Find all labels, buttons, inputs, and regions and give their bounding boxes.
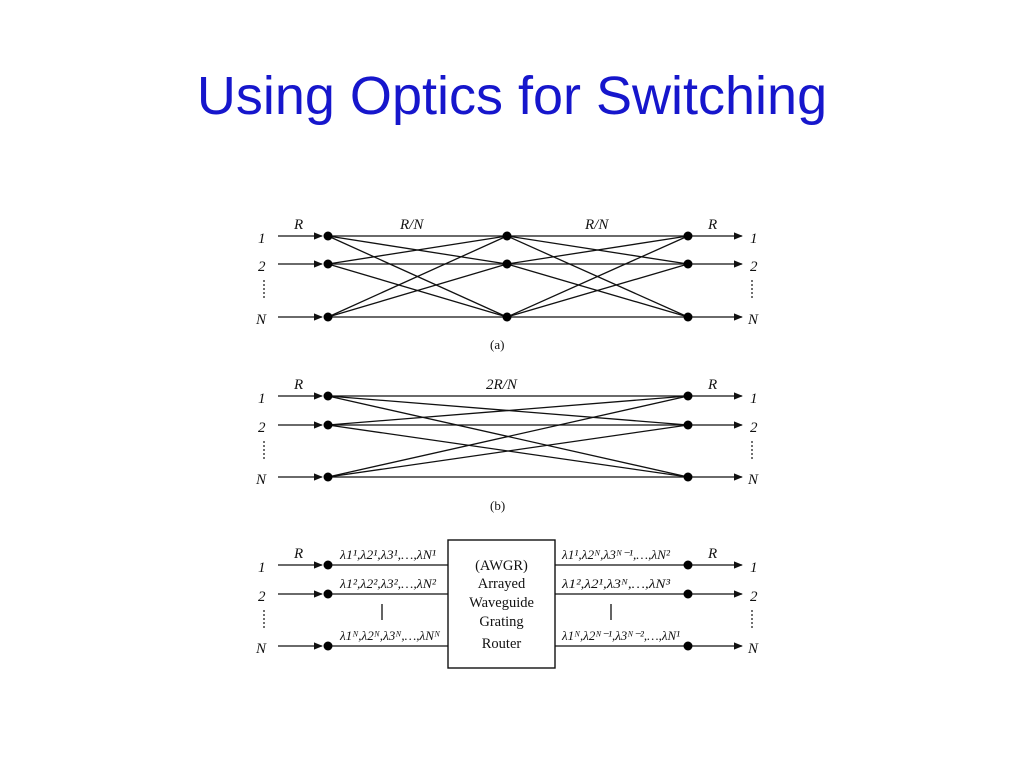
router-line-5: Router <box>482 636 522 652</box>
port-2-right: 2 <box>750 589 758 605</box>
input-rate-label: R <box>293 546 303 562</box>
input-rate-label: R <box>293 377 303 393</box>
port-1-left: 1 <box>258 231 266 247</box>
out-wavelengths-2: λ1²,λ2¹,λ3ᴺ,…,λN³ <box>561 576 671 591</box>
output-rate-label: R <box>707 546 717 562</box>
port-2-left: 2 <box>258 589 266 605</box>
port-n-right: N <box>747 641 759 657</box>
caption-b: (b) <box>490 498 505 513</box>
port-n-left: N <box>255 312 267 328</box>
awgr-router-box <box>447 539 556 669</box>
nodes-a <box>323 231 693 322</box>
router-line-4: Grating <box>479 614 523 630</box>
port-n-right: N <box>747 312 759 328</box>
in-wavelengths-1: λ1¹,λ2¹,λ3¹,…,λN¹ <box>339 547 436 562</box>
mesh-rate-label-1: R/N <box>399 217 424 233</box>
caption-a: (a) <box>490 337 504 352</box>
panel-c: 1 2 N R λ1¹,λ2¹,λ3¹,…,λN¹ λ1²,λ2²,λ3²,…,… <box>255 539 759 669</box>
input-rate-label: R <box>293 217 303 233</box>
node-in-1 <box>323 560 333 570</box>
node-in-2 <box>323 589 333 599</box>
in-wavelengths-n: λ1ᴺ,λ2ᴺ,λ3ᴺ,…,λNᴺ <box>339 628 441 643</box>
port-n-left: N <box>255 641 267 657</box>
output-rate-label: R <box>707 377 717 393</box>
port-1-right: 1 <box>750 560 758 576</box>
router-line-3: Waveguide <box>469 595 534 611</box>
port-1-right: 1 <box>750 231 758 247</box>
port-n-left: N <box>255 472 267 488</box>
port-1-right: 1 <box>750 391 758 407</box>
panel-a: 1 2 N R <box>255 217 759 352</box>
mesh-rate-label-2: R/N <box>584 217 609 233</box>
mesh-stage-1 <box>327 235 508 318</box>
slide-title: Using Optics for Switching <box>196 66 828 126</box>
port-n-right: N <box>747 472 759 488</box>
port-2-left: 2 <box>258 420 266 436</box>
output-rate-label: R <box>707 217 717 233</box>
out-wavelengths-1: λ1¹,λ2ᴺ,λ3ᴺ⁻¹,…,λN² <box>561 547 671 562</box>
port-2-right: 2 <box>750 259 758 275</box>
port-2-right: 2 <box>750 420 758 436</box>
out-wavelengths-n: λ1ᴺ,λ2ᴺ⁻¹,λ3ᴺ⁻²,…,λN¹ <box>561 628 680 643</box>
router-line-2: Arrayed <box>478 576 526 592</box>
router-line-1: (AWGR) <box>475 558 528 574</box>
in-wavelengths-2: λ1²,λ2²,λ3²,…,λN² <box>339 576 437 591</box>
mesh-stage-2 <box>506 235 689 318</box>
port-1-left: 1 <box>258 560 266 576</box>
mesh-rate-label: 2R/N <box>486 377 518 393</box>
node-out-n <box>683 641 693 651</box>
mesh-full <box>327 395 689 478</box>
node-out-1 <box>683 560 693 570</box>
node-in-n <box>323 641 333 651</box>
nodes-b <box>323 391 693 482</box>
port-2-left: 2 <box>258 259 266 275</box>
port-1-left: 1 <box>258 391 266 407</box>
node-out-2 <box>683 589 693 599</box>
panel-b: 1 2 N R <box>255 377 759 513</box>
